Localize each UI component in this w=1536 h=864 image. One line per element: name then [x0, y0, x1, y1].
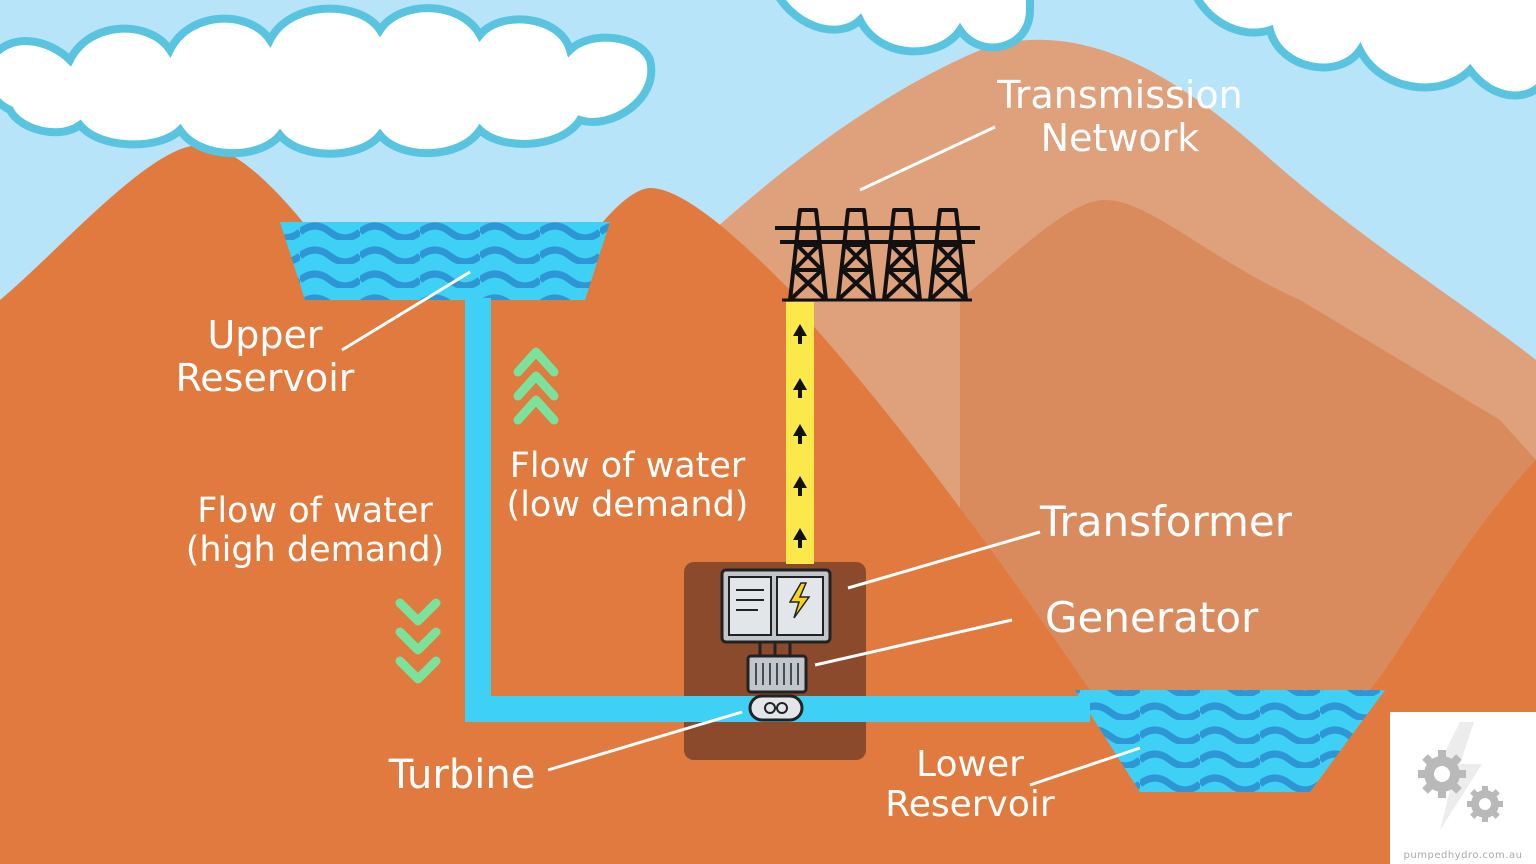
flow-high-label-line-2: (high demand): [185, 530, 445, 571]
lower-reservoir-label: Lower Reservoir: [870, 744, 1070, 826]
flow-arrows-down: [395, 598, 441, 684]
lightning-icon: [788, 582, 811, 619]
upper-reservoir-label-line-2: Reservoir: [175, 355, 355, 400]
generator: [746, 642, 808, 694]
transmission-towers: [775, 208, 980, 302]
transformer-label: Transformer: [1040, 497, 1293, 546]
lower-reservoir: [1075, 690, 1385, 792]
clouds: [0, 0, 1536, 158]
flow-high-label-line-1: Flow of water: [197, 491, 433, 531]
leader-lines: [341, 125, 1141, 787]
transmission-network-label-line-2: Network: [1040, 115, 1200, 160]
flow-low-demand-label: Flow of water (low demand): [480, 446, 775, 526]
lower-reservoir-label-line-2: Reservoir: [885, 784, 1055, 826]
gears-lightning-icon: [1418, 722, 1503, 830]
upper-reservoir: [280, 222, 610, 300]
turbine: [748, 694, 804, 722]
flow-low-label-line-1: Flow of water: [509, 446, 746, 486]
upper-reservoir-label: Upper Reservoir: [150, 314, 380, 399]
cable-arrows: [793, 324, 807, 548]
near-hills: [0, 145, 800, 300]
power-cable: [786, 302, 814, 564]
watermark-text: pumpedhydro.com.au: [1403, 850, 1523, 861]
flow-high-demand-label: Flow of water (high demand): [165, 491, 465, 571]
transformer: [720, 568, 832, 644]
transmission-network-label: Transmission Network: [980, 74, 1260, 159]
generator-label: Generator: [1045, 593, 1259, 642]
watermark-logo: pumpedhydro.com.au: [1390, 712, 1536, 864]
lower-reservoir-label-line-1: Lower: [916, 744, 1024, 785]
transmission-network-label-line-1: Transmission: [997, 73, 1243, 117]
upper-reservoir-label-line-1: Upper: [207, 313, 323, 357]
turbine-label: Turbine: [388, 752, 536, 798]
flow-arrows-up: [513, 347, 559, 425]
flow-low-label-line-2: (low demand): [506, 485, 749, 526]
